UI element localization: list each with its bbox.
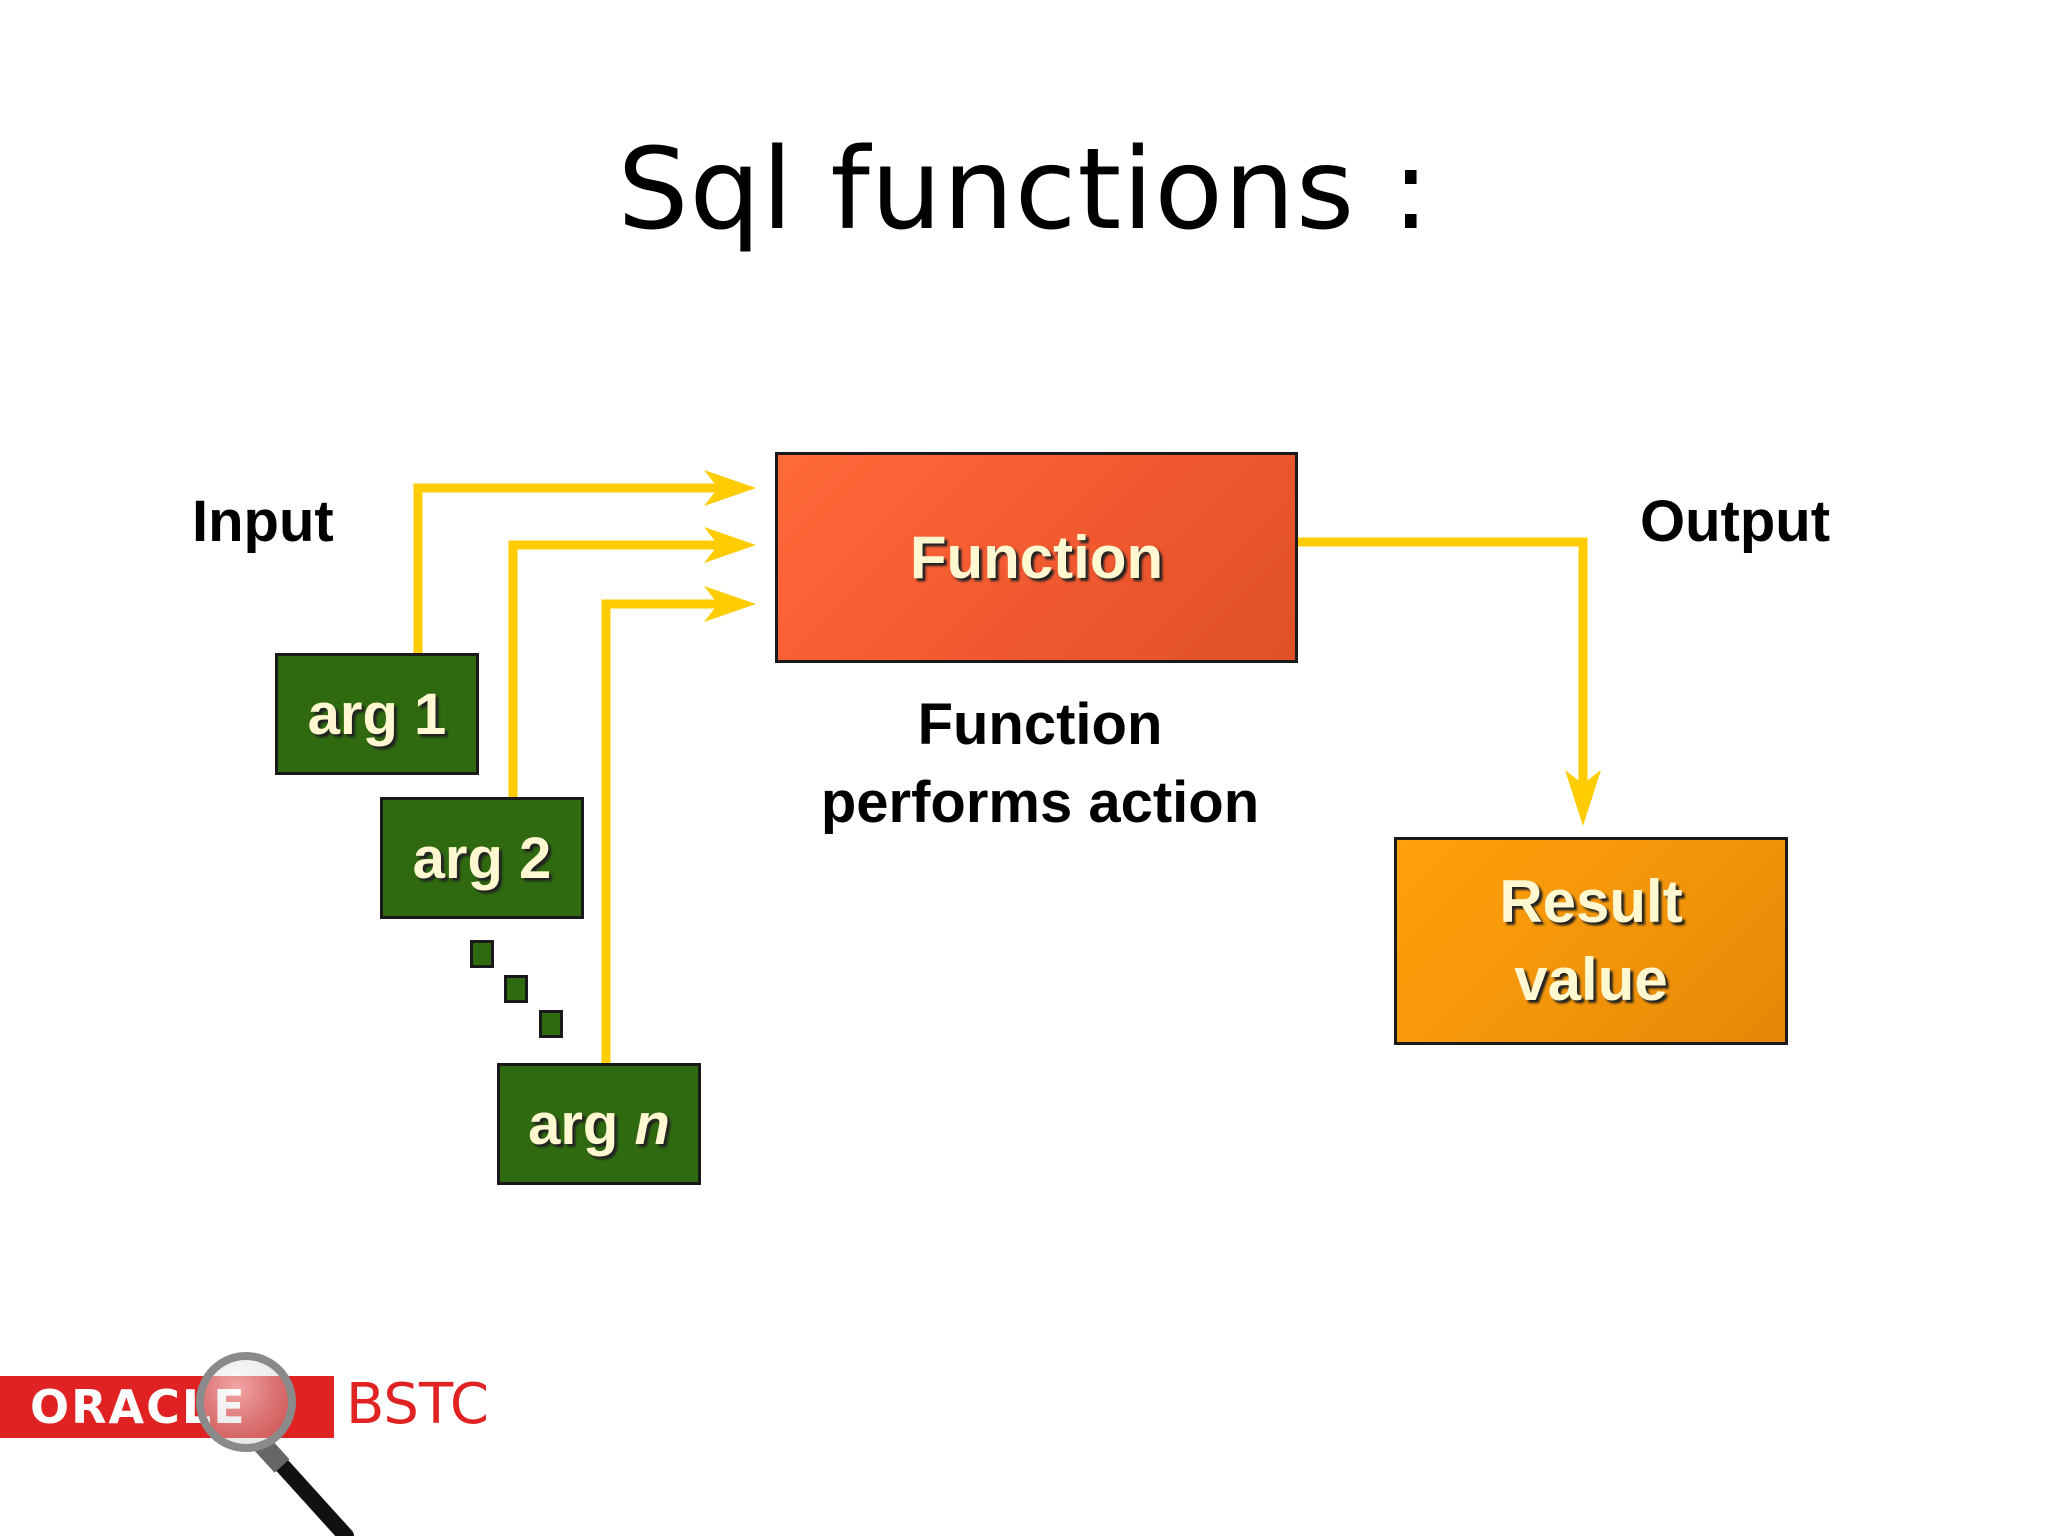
bstc-logo-text: BSTC (346, 1372, 490, 1437)
function-description: Function performs action (760, 686, 1320, 842)
argn-label-n: n (634, 1091, 670, 1157)
argn-label-prefix: arg (528, 1091, 635, 1157)
arg1-label: arg 1 (307, 681, 447, 747)
result-value-box: Result value (1394, 837, 1788, 1045)
arrow-arg2-to-function (508, 540, 740, 797)
arg2-box: arg 2 (380, 797, 584, 919)
function-description-line2: performs action (820, 770, 1260, 835)
arg2-label: arg 2 (412, 825, 552, 891)
arrowhead-result (1565, 770, 1601, 826)
slide-title: Sql functions : (617, 125, 1431, 255)
ellipsis-dot-2 (504, 975, 528, 1003)
function-box: Function (775, 452, 1298, 663)
function-box-label: Function (909, 524, 1164, 591)
function-description-line1: Function (917, 692, 1163, 757)
result-box-line2: value (1514, 946, 1668, 1013)
ellipsis-dot-3 (539, 1010, 563, 1038)
ellipsis-dot-1 (470, 940, 494, 968)
argn-box: arg n (497, 1063, 701, 1185)
arrow-argn-to-function (601, 599, 740, 1063)
argn-label: arg n (528, 1091, 670, 1158)
output-label: Output (1640, 489, 1831, 554)
arrowhead-arg2 (704, 527, 756, 563)
arrowhead-argn (704, 586, 756, 622)
arrowhead-arg1 (704, 470, 756, 506)
arrow-function-to-result (1298, 537, 1588, 790)
arg1-box: arg 1 (275, 653, 479, 775)
result-box-line1: Result (1499, 868, 1683, 935)
input-label: Input (192, 489, 334, 554)
arrow-arg1-to-function (413, 483, 740, 653)
